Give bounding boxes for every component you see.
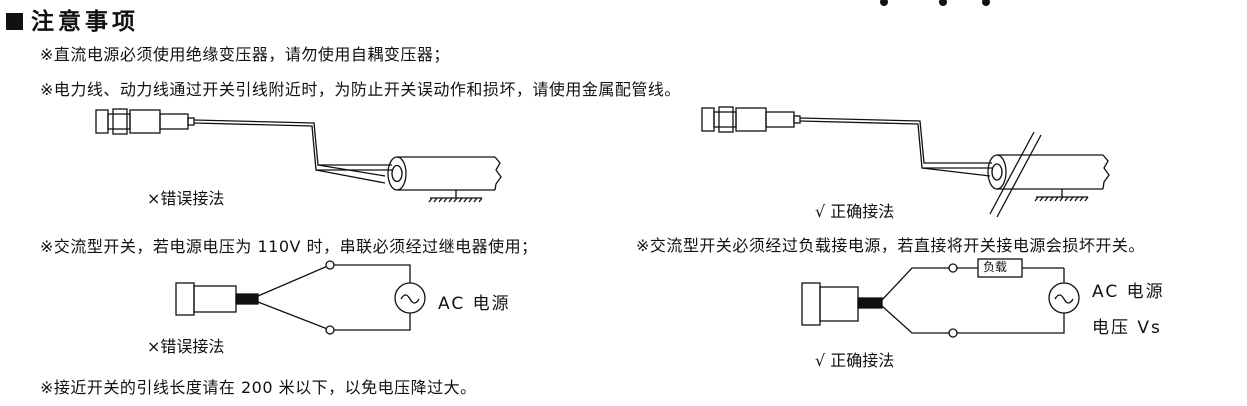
cable-correct-1 — [799, 117, 992, 177]
top-dots-icon — [880, 0, 990, 6]
ac-power-label-2: AC 电源 — [1092, 282, 1165, 302]
wrong-wiring-label-1: ×错误接法 — [147, 189, 225, 208]
supply-voltage-label: 电压 Vs — [1092, 318, 1162, 338]
wrong-wiring-label-2: ×错误接法 — [147, 337, 225, 356]
cable-wrong-1 — [193, 119, 392, 184]
bullet-square-icon — [6, 13, 23, 30]
conduit-icon-correct-1 — [987, 131, 1110, 218]
correct-wiring-label-1: √ 正确接法 — [815, 202, 895, 221]
circuit-wrong-2 — [257, 260, 426, 335]
section-title-text: 注意事项 — [31, 9, 139, 35]
sensor-icon-wrong-1 — [95, 108, 195, 135]
note-lead-length: ※接近开关的引线长度请在 200 米以下，以免电压降过大。 — [40, 378, 477, 397]
circuit-correct-2 — [881, 258, 1080, 338]
note-ac-load: ※交流型开关必须经过负载接电源，若直接将开关接电源会损坏开关。 — [636, 236, 1145, 255]
note-metal-conduit: ※电力线、动力线通过开关引线附近时，为防止开关误动作和损坏，请使用金属配管线。 — [40, 80, 681, 99]
conduit-icon-wrong-1 — [387, 156, 502, 203]
sensor-icon-wrong-2 — [175, 282, 259, 316]
note-ac-relay: ※交流型开关，若电源电压为 110V 时，串联必须经过继电器使用； — [40, 237, 538, 256]
section-title: 注意事项 — [6, 2, 139, 36]
note-isolation-transformer: ※直流电源必须使用绝缘变压器，请勿使用自耦变压器； — [40, 45, 450, 64]
load-box-label: 负载 — [983, 260, 1008, 274]
ac-power-label-1: AC 电源 — [438, 294, 511, 314]
sensor-icon-correct-1 — [701, 106, 801, 133]
sensor-icon-correct-2 — [801, 282, 883, 326]
load-box — [977, 258, 1023, 278]
correct-wiring-label-2: √ 正确接法 — [815, 351, 895, 370]
